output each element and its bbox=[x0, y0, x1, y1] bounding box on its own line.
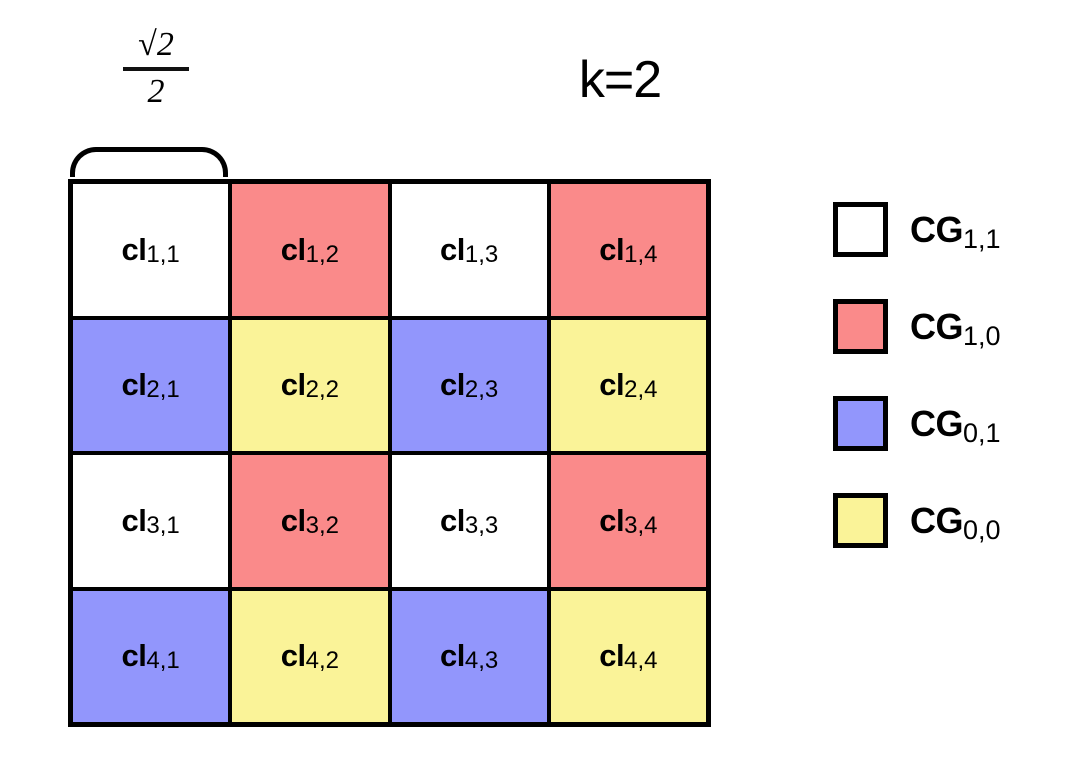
legend-label-subscript: 1,1 bbox=[963, 223, 1001, 254]
cell-label-subscript: 1,2 bbox=[305, 240, 339, 268]
legend-label: CG1,0 bbox=[910, 305, 1001, 351]
cell-label-base: cl bbox=[121, 367, 147, 403]
legend-label: CG0,0 bbox=[910, 499, 1001, 545]
cell-label-subscript: 4,2 bbox=[305, 647, 339, 675]
cell-label-base: cl bbox=[440, 638, 465, 674]
legend-row[interactable]: CG1,1 bbox=[833, 202, 1063, 257]
legend-label-base: CG bbox=[910, 305, 964, 347]
cell-label-base: cl bbox=[599, 502, 625, 538]
cell-label-subscript: 4,3 bbox=[464, 647, 499, 675]
cell-label-subscript: 2,3 bbox=[464, 376, 499, 404]
legend-color-swatch bbox=[833, 396, 888, 451]
cell-label-subscript: 4,4 bbox=[624, 647, 658, 675]
legend-label-base: CG bbox=[910, 499, 964, 541]
cell-label-base: cl bbox=[599, 231, 625, 267]
legend-label-subscript: 1,0 bbox=[963, 320, 1001, 351]
cell-label-base: cl bbox=[440, 502, 465, 538]
fraction-denominator: 2 bbox=[147, 73, 165, 110]
cell-label-base: cl bbox=[599, 367, 625, 403]
cell-label-base: cl bbox=[599, 638, 625, 674]
cell-label-subscript: 1,3 bbox=[464, 240, 499, 268]
legend-row[interactable]: CG0,1 bbox=[833, 396, 1063, 451]
cell-label-base: cl bbox=[121, 231, 147, 267]
cell-label-subscript: 1,1 bbox=[146, 240, 180, 268]
cell-label-subscript: 4,1 bbox=[146, 647, 180, 675]
cell-label-base: cl bbox=[280, 367, 306, 403]
legend-row[interactable]: CG0,0 bbox=[833, 493, 1063, 548]
legend-row[interactable]: CG1,0 bbox=[833, 299, 1063, 354]
cell-label-base: cl bbox=[280, 502, 306, 538]
fraction-bar bbox=[123, 67, 189, 71]
legend-label-subscript: 0,1 bbox=[963, 417, 1001, 448]
column-width-brace bbox=[70, 147, 228, 177]
cell-label-subscript: 2,1 bbox=[146, 376, 180, 404]
cell-label-base: cl bbox=[440, 367, 465, 403]
cell-label-base: cl bbox=[280, 231, 306, 267]
legend-label-subscript: 0,0 bbox=[963, 514, 1001, 545]
legend-label: CG0,1 bbox=[910, 402, 1001, 448]
cell-label-subscript: 2,4 bbox=[624, 376, 658, 404]
legend-color-swatch bbox=[833, 493, 888, 548]
legend-label-base: CG bbox=[910, 208, 964, 250]
cell-label-base: cl bbox=[121, 638, 147, 674]
cell-label-subscript: 2,2 bbox=[305, 376, 339, 404]
column-width-fraction-label: √2 2 bbox=[108, 28, 204, 109]
page-title: k=2 bbox=[578, 51, 662, 109]
cell-label-subscript: 3,2 bbox=[305, 511, 339, 539]
legend-label-base: CG bbox=[910, 402, 964, 444]
cell-label-subscript: 3,3 bbox=[464, 511, 499, 539]
legend-color-swatch bbox=[833, 299, 888, 354]
cell-label-base: cl bbox=[280, 638, 306, 674]
legend-color-swatch bbox=[833, 202, 888, 257]
fraction-numerator: √2 bbox=[138, 26, 174, 63]
cell-label-subscript: 3,4 bbox=[624, 511, 658, 539]
cell-label-base: cl bbox=[121, 502, 147, 538]
legend-label: CG1,1 bbox=[910, 208, 1001, 254]
cell-label-subscript: 1,4 bbox=[624, 240, 658, 268]
cell-label-base: cl bbox=[440, 231, 465, 267]
cell-label-subscript: 3,1 bbox=[146, 511, 180, 539]
